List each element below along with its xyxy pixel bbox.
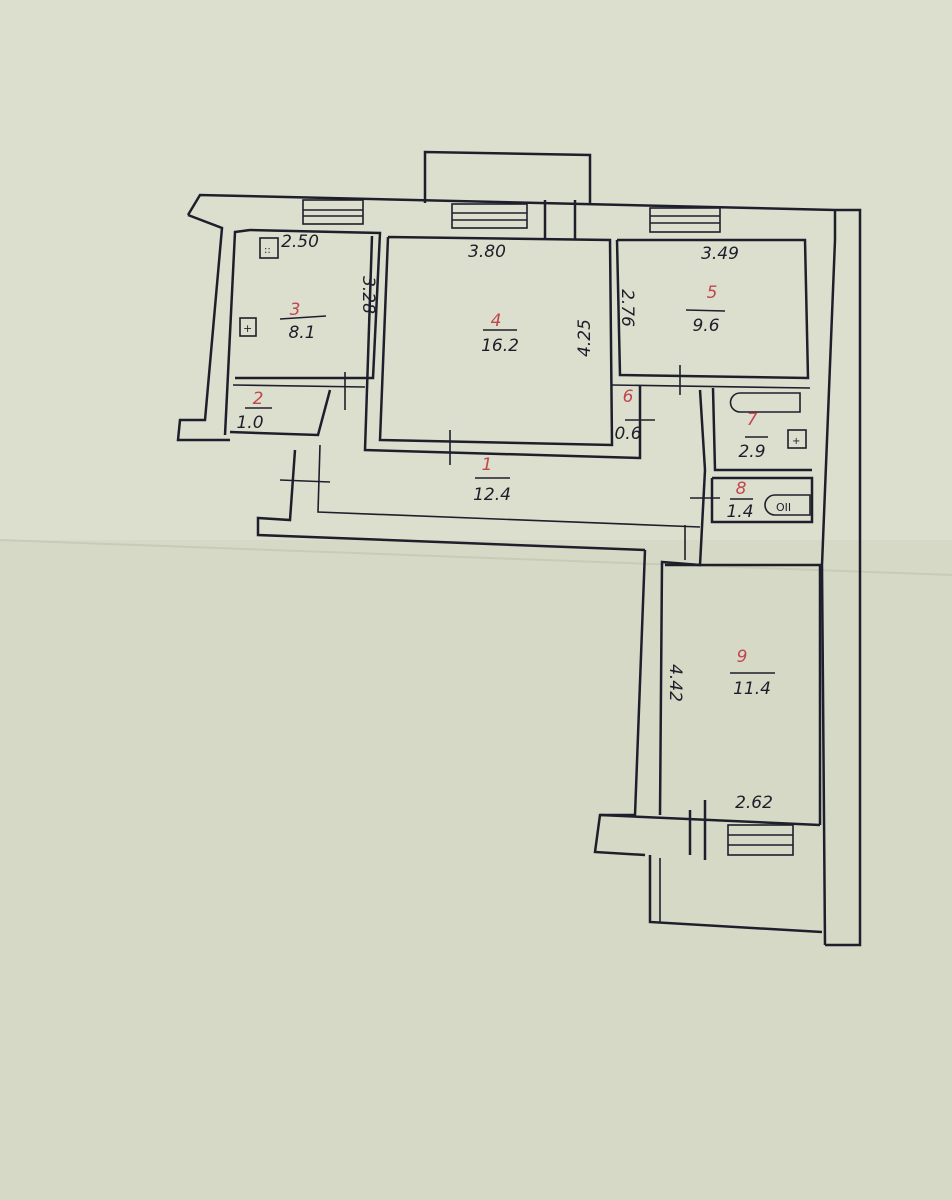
room-7-label: 7 2.9 [738, 410, 768, 462]
balcony-top [423, 150, 592, 205]
svg-text:1.4: 1.4 [726, 502, 753, 522]
paper-upper-half [0, 0, 952, 540]
svg-text:1.0: 1.0 [236, 413, 263, 433]
room-3-label: 3 8.1 [279, 300, 327, 343]
room-9-label: 9 11.4 [730, 647, 775, 699]
room-2-label: 2 1.0 [236, 389, 272, 433]
room4-width-dim: 3.80 [468, 242, 506, 262]
svg-text:0.6: 0.6 [614, 424, 641, 444]
svg-text:9.6: 9.6 [692, 316, 719, 336]
paper-lower-half [0, 540, 952, 1200]
svg-text:1: 1 [482, 455, 493, 475]
outer-walls [176, 193, 862, 947]
svg-text:+: + [792, 436, 800, 447]
svg-text:8: 8 [736, 479, 747, 499]
stove-icon: :: [259, 237, 279, 259]
svg-text:5: 5 [707, 283, 718, 303]
room-8-label: 8 1.4 [726, 479, 753, 522]
room3-depth-dim: 3.28 [358, 276, 378, 314]
svg-text:4: 4 [491, 311, 502, 331]
paper-fold [0, 539, 952, 576]
toilet-label: OII [776, 501, 791, 514]
room-4-label: 4 16.2 [481, 311, 519, 356]
room5-depth-dim: 2.76 [617, 289, 637, 327]
svg-text:12.4: 12.4 [473, 485, 511, 505]
svg-text:9: 9 [737, 647, 748, 667]
room-6-label: 6 0.6 [614, 387, 655, 444]
room-1-label: 1 12.4 [473, 455, 511, 505]
bathtub-icon [729, 392, 801, 413]
washbasin-icon: + [787, 429, 807, 449]
balcony-bottom [648, 855, 823, 934]
room5-width-dim: 3.49 [701, 244, 739, 264]
room4-depth-dim: 4.25 [575, 319, 595, 357]
svg-text:::: :: [264, 245, 271, 256]
svg-text:2.9: 2.9 [738, 442, 765, 462]
svg-text:6: 6 [623, 387, 634, 407]
svg-text:3: 3 [290, 300, 301, 320]
svg-text:8.1: 8.1 [288, 323, 315, 343]
toilet-icon: OII [764, 494, 811, 516]
svg-text:16.2: 16.2 [481, 336, 519, 356]
room-5-label: 5 9.6 [685, 283, 726, 336]
svg-text:11.4: 11.4 [733, 679, 771, 699]
sink-icon: + [239, 317, 257, 337]
svg-text:7: 7 [747, 410, 758, 430]
room9-width-dim: 2.62 [735, 793, 773, 813]
room9-depth-dim: 4.42 [665, 664, 685, 702]
room3-width-dim: 2.50 [281, 232, 319, 252]
svg-text:2: 2 [253, 389, 264, 409]
interior-walls [229, 228, 822, 825]
svg-text:+: + [243, 322, 252, 335]
